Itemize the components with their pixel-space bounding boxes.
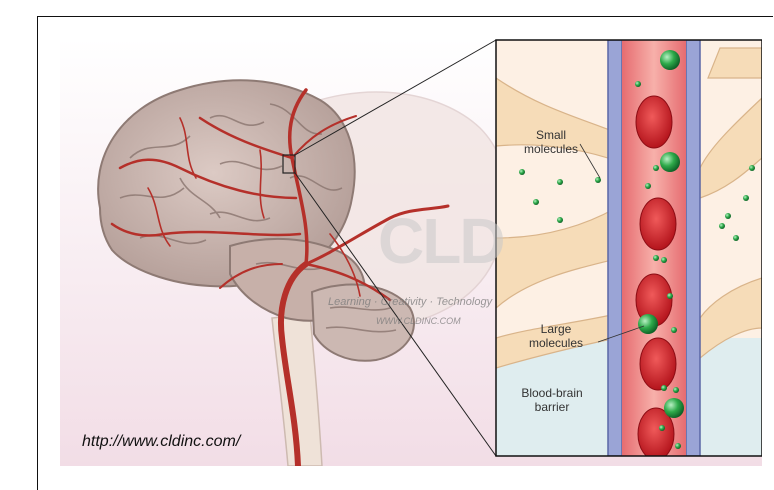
small-molecule [719,223,725,229]
red-blood-cell [636,96,672,148]
label-small-molecules: Small molecules [516,128,586,156]
watermark-tagline: Learning · Creativity · Technology [328,296,492,308]
small-molecule [519,169,525,175]
watermark-logo: CLD [378,204,504,278]
vessel-wall-left [608,40,622,456]
small-molecule [557,179,563,185]
red-blood-cell [640,198,676,250]
small-molecule [645,183,651,189]
large-molecule [660,152,680,172]
large-molecule [664,398,684,418]
small-molecule [743,195,749,201]
label-blood-brain-barrier: Blood-brain barrier [510,386,594,414]
small-molecule [671,327,677,333]
small-molecule [661,257,667,263]
small-molecule [635,81,641,87]
watermark-site: WWW.CLDINC.COM [376,316,461,326]
small-molecule [653,165,659,171]
small-molecule [749,165,755,171]
label-large-molecules: Large molecules [516,322,596,350]
vessel-wall-right [686,40,700,456]
large-molecule [660,50,680,70]
large-molecule [638,314,658,334]
small-molecule [675,443,681,449]
small-molecule [725,213,731,219]
red-blood-cell [640,338,676,390]
small-molecule [557,217,563,223]
small-molecule [667,293,673,299]
small-molecule [733,235,739,241]
small-molecule [659,425,665,431]
small-molecule [673,387,679,393]
source-url: http://www.cldinc.com/ [82,433,240,451]
small-molecule [661,385,667,391]
small-molecule [533,199,539,205]
small-molecule [653,255,659,261]
blood-brain-barrier-illustration: CLD Learning · Creativity · Technology W… [60,38,762,466]
